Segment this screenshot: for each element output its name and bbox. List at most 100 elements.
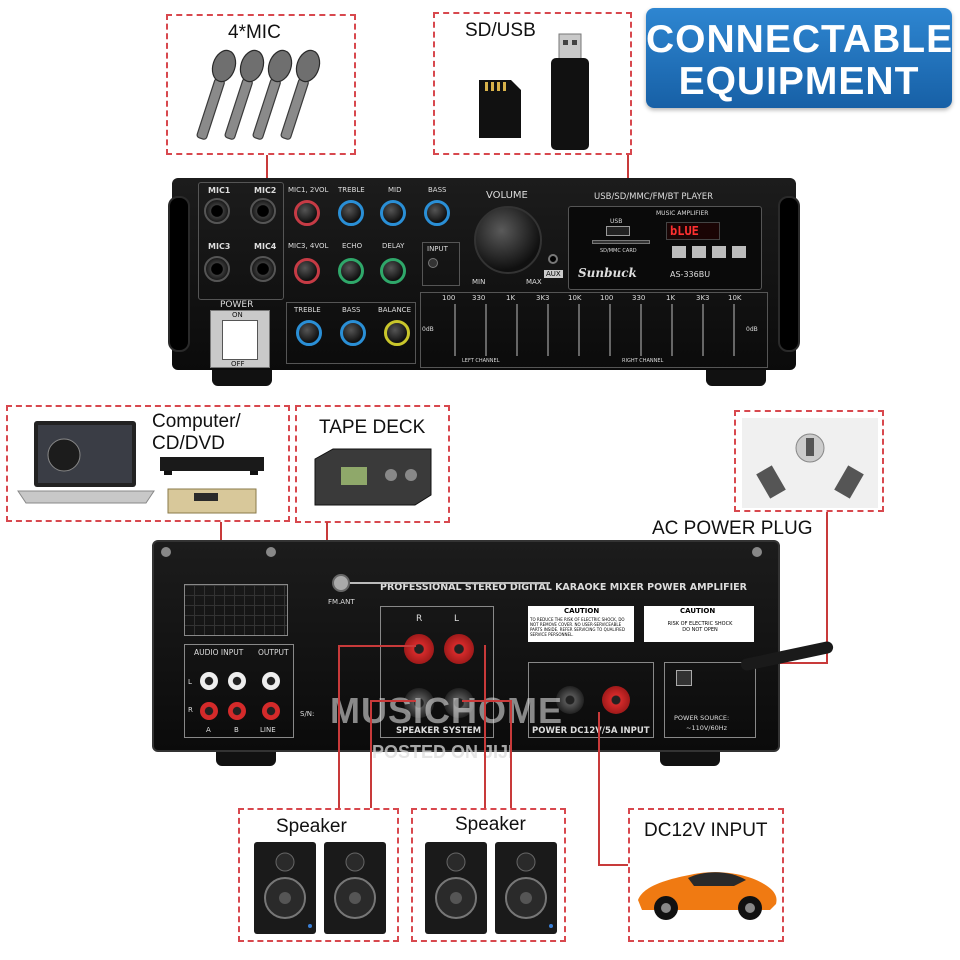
power-label: POWER <box>220 300 254 310</box>
fm-antenna-connector[interactable] <box>332 574 350 592</box>
frequency-response-graph <box>184 584 288 636</box>
mic12vol-knob[interactable] <box>294 200 320 226</box>
mic-label: 4*MIC <box>228 22 281 43</box>
treble-knob-top[interactable] <box>338 200 364 226</box>
mic12vol-label: MIC1, 2VOL <box>288 186 329 194</box>
player-buttons[interactable] <box>672 246 748 258</box>
speaker1-wire-b <box>370 700 372 810</box>
input-l-label: L <box>188 678 192 686</box>
tape-deck-image <box>314 448 432 506</box>
usb-port[interactable] <box>606 226 630 236</box>
dc-wire-v <box>598 712 600 866</box>
eq-freq-0: 100 <box>442 294 456 302</box>
mic34vol-label: MIC3, 4VOL <box>288 242 329 250</box>
mic4-jack[interactable] <box>250 256 276 282</box>
output-label: OUTPUT <box>258 648 289 657</box>
vcd-player-image <box>167 488 257 514</box>
player-title: USB/SD/MMC/FM/BT PLAYER <box>594 192 714 202</box>
eq-freq-9: 10K <box>728 294 742 302</box>
speaker2-image <box>425 842 557 934</box>
cd-player-image <box>160 457 264 475</box>
balance-label: BALANCE <box>378 306 411 314</box>
input-a-left-rca[interactable] <box>200 672 218 690</box>
eq-freq-7: 1K <box>666 294 676 302</box>
power-switch[interactable] <box>222 320 258 360</box>
ac-power-box <box>664 662 756 738</box>
eq-sliders[interactable] <box>440 304 742 356</box>
volume-max-label: MAX <box>526 278 542 286</box>
speaker-l-positive-terminal[interactable] <box>444 634 474 664</box>
speaker-r-negative-terminal[interactable] <box>404 688 434 718</box>
aux-jack[interactable] <box>548 254 558 264</box>
speaker-l-negative-terminal[interactable] <box>444 688 474 718</box>
eq-freq-6: 330 <box>632 294 646 302</box>
treble-knob-bottom[interactable] <box>296 320 322 346</box>
output-line-label: LINE <box>260 726 276 734</box>
ac-power-inlet[interactable] <box>676 670 692 686</box>
serial-number-label: S/N: <box>300 710 315 718</box>
eq-level-left: 0dB <box>422 326 434 333</box>
equalizer-panel <box>420 292 768 368</box>
bass-top-label: BASS <box>428 186 447 194</box>
usb-stick-image <box>551 33 589 150</box>
speaker1-image <box>254 842 386 934</box>
caution1-text: TO REDUCE THE RISK OF ELECTRIC SHOCK, DO… <box>530 617 625 637</box>
input-b-left-rca[interactable] <box>228 672 246 690</box>
tape-deck-callout: TAPE DECK <box>295 405 450 523</box>
input-selector-box <box>422 242 460 286</box>
volume-knob[interactable] <box>474 206 542 274</box>
mic34vol-knob[interactable] <box>294 258 320 284</box>
speaker1-wire-a-h <box>338 645 416 647</box>
input-a-right-rca[interactable] <box>200 702 218 720</box>
bass-knob-top[interactable] <box>424 200 450 226</box>
mic3-jack[interactable] <box>204 256 230 282</box>
speaker2-wire-a <box>484 645 486 810</box>
connectable-equipment-banner: CONNECTABLE EQUIPMENT <box>646 8 952 108</box>
bass-knob-bottom[interactable] <box>340 320 366 346</box>
mic2-label: MIC2 <box>254 186 277 195</box>
speaker-r-label: R <box>416 614 423 624</box>
dc-input-callout: DC12V INPUT <box>628 808 784 942</box>
delay-knob[interactable] <box>380 258 406 284</box>
speaker1-wire-a <box>338 645 340 810</box>
treble-top-label: TREBLE <box>338 186 365 194</box>
speaker-system-label: SPEAKER SYSTEM <box>396 726 482 736</box>
speaker2-callout: Speaker <box>411 808 566 942</box>
speaker-system-box <box>380 606 494 738</box>
eq-freq-1: 330 <box>472 294 486 302</box>
rear-foot-left <box>216 752 276 766</box>
ac-plug-label: AC POWER PLUG <box>652 518 813 539</box>
mic1-jack[interactable] <box>204 198 230 224</box>
input-b-right-rca[interactable] <box>228 702 246 720</box>
model-label: AS-336BU <box>670 270 711 279</box>
dc-negative-terminal[interactable] <box>556 686 584 714</box>
output-left-rca[interactable] <box>262 672 280 690</box>
input-select-button[interactable] <box>428 258 438 268</box>
usb-port-label: USB <box>610 218 623 225</box>
sdusb-callout: SD/USB <box>433 12 632 155</box>
mic1-label: MIC1 <box>208 186 231 195</box>
eq-level-right: 0dB <box>746 326 758 333</box>
led-display <box>666 222 720 240</box>
front-foot-left <box>212 370 272 386</box>
caution-label-2 <box>644 606 754 642</box>
sd-slot[interactable] <box>592 240 650 244</box>
speaker1-label: Speaker <box>276 816 347 837</box>
mid-knob[interactable] <box>380 200 406 226</box>
mic2-jack[interactable] <box>250 198 276 224</box>
echo-knob[interactable] <box>338 258 364 284</box>
balance-knob[interactable] <box>384 320 410 346</box>
power-dc-label: POWER DC12V/5A INPUT <box>532 726 650 736</box>
output-right-rca[interactable] <box>262 702 280 720</box>
input-label: INPUT <box>427 245 448 253</box>
speaker-r-positive-terminal[interactable] <box>404 634 434 664</box>
speaker1-callout: Speaker <box>238 808 399 942</box>
ac-wire-v <box>826 512 828 664</box>
front-foot-right <box>706 370 766 386</box>
caution2-text: RISK OF ELECTRIC SHOCK DO NOT OPEN <box>667 621 733 633</box>
echo-label: ECHO <box>342 242 363 250</box>
dc-positive-terminal[interactable] <box>602 686 630 714</box>
tone-knob-box <box>286 302 416 364</box>
aux-label: AUX <box>544 270 563 278</box>
sd-card-label: SD/MMC CARD <box>600 248 637 254</box>
